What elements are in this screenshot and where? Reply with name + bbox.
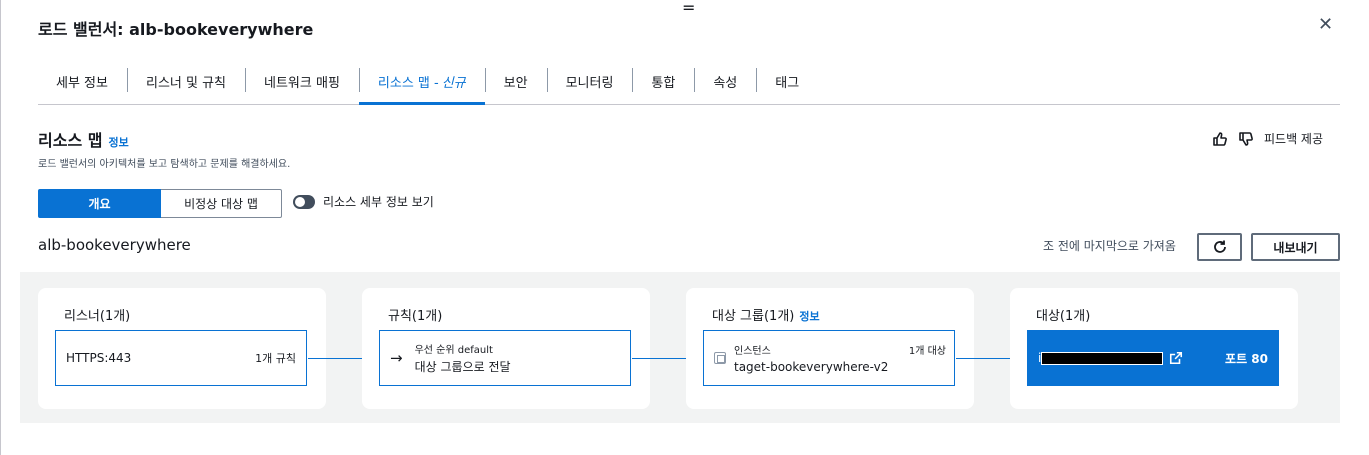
- refresh-icon: [1213, 240, 1226, 253]
- target-id-prefix: i: [1038, 351, 1042, 365]
- tab-listeners-rules[interactable]: 리스너 및 규칙: [126, 60, 245, 102]
- target-groups-card: 대상 그룹(1개) 정보 인스턴스 taget-bookeverywhere-v…: [686, 288, 974, 409]
- tab-network-mapping[interactable]: 네트워크 매핑: [245, 60, 359, 102]
- panel-left-border: [0, 0, 3, 455]
- card-title: 대상(1개): [1036, 309, 1091, 324]
- listeners-card: 리스너(1개) HTTPS:443 1개 규칙: [38, 288, 326, 409]
- export-button[interactable]: 내보내기: [1251, 233, 1340, 261]
- listener-node[interactable]: HTTPS:443 1개 규칙: [55, 330, 307, 386]
- connector-line: [308, 358, 381, 359]
- drag-handle-icon[interactable]: =: [682, 0, 696, 17]
- panel-title: 로드 밸런서: alb-bookeverywhere: [38, 20, 314, 39]
- instance-icon: [714, 352, 726, 364]
- external-link-icon[interactable]: [1169, 351, 1183, 365]
- target-id-group: i: [1038, 351, 1183, 365]
- thumbs-down-icon[interactable]: [1238, 131, 1254, 147]
- tab-label: 네트워크 매핑: [264, 75, 340, 91]
- target-node[interactable]: i 포트 80: [1027, 330, 1279, 386]
- target-group-name: taget-bookeverywhere-v2: [734, 360, 889, 374]
- tab-label: 리스너 및 규칙: [145, 75, 227, 91]
- resource-details-toggle[interactable]: [293, 194, 315, 209]
- arrow-right-icon: →: [390, 349, 403, 367]
- connector-line: [956, 358, 1030, 359]
- tab-details[interactable]: 세부 정보: [38, 60, 127, 102]
- rule-action: 대상 그룹으로 전달: [414, 360, 511, 374]
- card-title-group: 대상 그룹(1개) 정보: [712, 305, 820, 324]
- section-description: 로드 밸런서의 아키텍처를 보고 탐색하고 문제를 해결하세요.: [38, 159, 291, 170]
- new-badge: 신규: [441, 75, 466, 91]
- info-link[interactable]: 정보: [108, 136, 129, 149]
- tab-security[interactable]: 보안: [484, 60, 547, 102]
- resource-details-toggle-group: 리소스 세부 정보 보기: [293, 193, 434, 210]
- tab-label: 리소스 맵 -: [377, 75, 439, 91]
- segment-unhealthy-targets-map[interactable]: 비정상 대상 맵: [161, 189, 282, 218]
- tab-attributes[interactable]: 속성: [694, 60, 756, 102]
- rules-card: 규칙(1개) → 우선 순위 default 대상 그룹으로 전달: [362, 288, 650, 409]
- feedback-group: 피드백 제공: [1212, 130, 1323, 147]
- refresh-button[interactable]: [1197, 233, 1242, 261]
- tab-label: 속성: [713, 75, 738, 91]
- listener-rule-count: 1개 규칙: [255, 352, 296, 365]
- load-balancer-name: alb-bookeverywhere: [38, 236, 191, 254]
- redacted-instance-id: [1041, 351, 1164, 365]
- listener-protocol-port: HTTPS:443: [66, 351, 132, 365]
- rule-priority: 우선 순위 default: [414, 345, 493, 356]
- target-type: 인스턴스: [734, 346, 771, 357]
- close-icon[interactable]: ✕: [1318, 14, 1334, 35]
- tab-resource-map[interactable]: 리소스 맵 -신규: [358, 60, 485, 105]
- toggle-label: 리소스 세부 정보 보기: [323, 195, 434, 209]
- tab-label: 보안: [503, 75, 528, 91]
- tab-label: 태그: [775, 75, 800, 91]
- tab-label: 모니터링: [565, 75, 614, 91]
- card-title: 리스너(1개): [64, 309, 131, 324]
- target-count: 1개 대상: [908, 346, 946, 357]
- info-link[interactable]: 정보: [799, 310, 820, 323]
- card-title: 대상 그룹(1개): [712, 309, 795, 324]
- resource-map-canvas: 리스너(1개) HTTPS:443 1개 규칙 규칙(1개) → 우선 순위 d…: [20, 272, 1340, 423]
- view-segmented-control: 개요 비정상 대상 맵: [38, 189, 282, 218]
- target-group-node[interactable]: 인스턴스 taget-bookeverywhere-v2 1개 대상: [703, 330, 955, 386]
- segment-overview[interactable]: 개요: [38, 189, 161, 218]
- tab-integrations[interactable]: 통합: [632, 60, 694, 102]
- rule-node[interactable]: → 우선 순위 default 대상 그룹으로 전달: [379, 330, 631, 386]
- tab-label: 통합: [651, 75, 676, 91]
- section-title: 리소스 맵: [38, 131, 103, 150]
- section-header: 리소스 맵 정보: [38, 127, 129, 151]
- card-title: 규칙(1개): [388, 309, 443, 324]
- target-port: 포트 80: [1225, 351, 1268, 366]
- feedback-label[interactable]: 피드백 제공: [1264, 132, 1324, 146]
- targets-card: 대상(1개) i 포트 80: [1010, 288, 1298, 409]
- tab-bar: 세부 정보 리스너 및 규칙 네트워크 매핑 리소스 맵 -신규 보안 모니터링…: [38, 60, 1340, 105]
- thumbs-up-icon[interactable]: [1212, 131, 1228, 147]
- tab-label: 세부 정보: [56, 75, 108, 91]
- connector-line: [632, 358, 706, 359]
- tab-tags[interactable]: 태그: [756, 60, 818, 102]
- tab-monitoring[interactable]: 모니터링: [546, 60, 633, 102]
- last-refreshed-text: 조 전에 마지막으로 가져옴: [1043, 239, 1176, 253]
